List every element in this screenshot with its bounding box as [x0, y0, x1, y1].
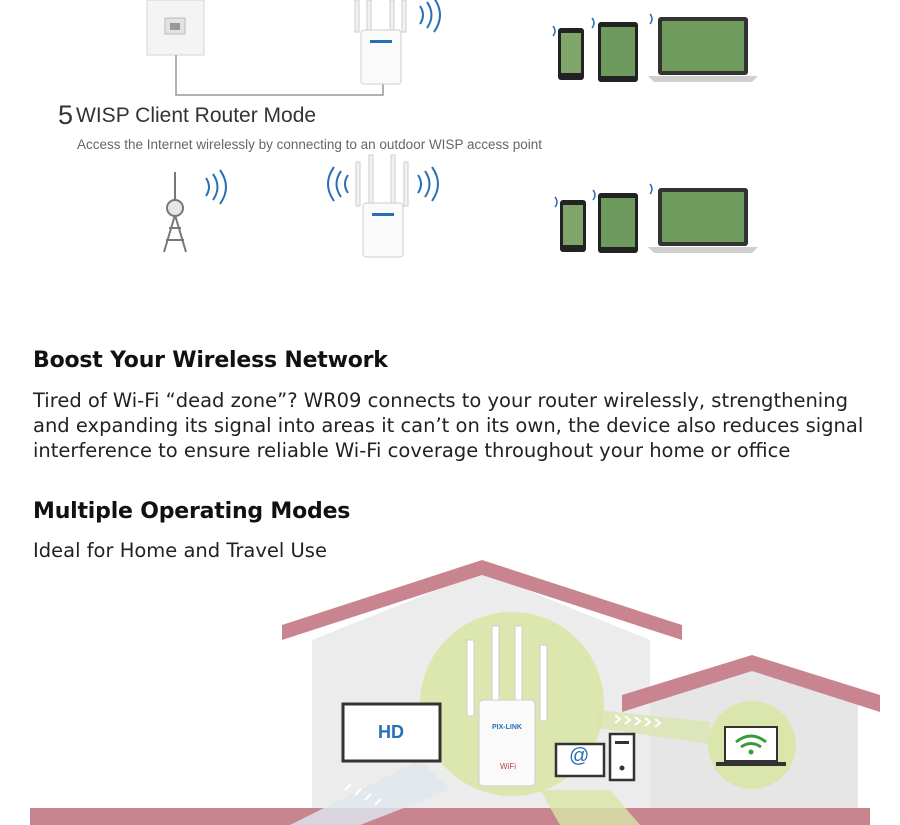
mode5-description: Access the Internet wirelessly by connec… — [77, 137, 542, 152]
modes-heading: Multiple Operating Modes — [33, 499, 351, 524]
repeater-brand-label: PIX-LINK — [492, 724, 522, 731]
boost-body: Tired of Wi-Fi “dead zone”? WR09 connect… — [33, 389, 864, 462]
phone-icon-2 — [560, 200, 586, 252]
tv-hd-label: HD — [378, 722, 404, 742]
repeater-wifi-waves-icon — [327, 166, 439, 202]
phone-icon — [558, 28, 584, 80]
laptop-icon-2 — [648, 188, 758, 253]
laptop-icon — [648, 17, 758, 82]
signal-small-icon-2 — [554, 183, 653, 208]
wifi-icon — [735, 734, 767, 749]
desktop-computer-icon — [554, 732, 636, 782]
wifi-waves-icon — [419, 0, 441, 33]
repeater-middle-icon — [355, 154, 409, 258]
email-at-icon: @ — [569, 745, 590, 767]
remote-laptop-icon — [716, 726, 786, 766]
wisp-tower-icon — [163, 172, 187, 253]
signal-chevrons — [344, 714, 662, 806]
wall-socket-icon — [146, 0, 205, 56]
mode5-title-text: WISP Client Router Mode — [76, 104, 317, 127]
ethernet-cable — [175, 55, 384, 96]
tv-icon — [341, 702, 442, 763]
signal-small-icon — [552, 13, 653, 37]
repeater-top-icon — [354, 0, 407, 85]
boost-heading: Boost Your Wireless Network — [33, 348, 388, 373]
tablet-icon — [598, 22, 638, 82]
tablet-icon-2 — [598, 193, 638, 253]
tower-wifi-waves-icon — [205, 169, 227, 205]
modes-subheading: Ideal for Home and Travel Use — [33, 539, 327, 562]
mode5-number: 5 — [58, 100, 74, 130]
repeater-main-icon — [466, 625, 548, 787]
repeater-wifi-label: WiFi — [500, 762, 516, 771]
